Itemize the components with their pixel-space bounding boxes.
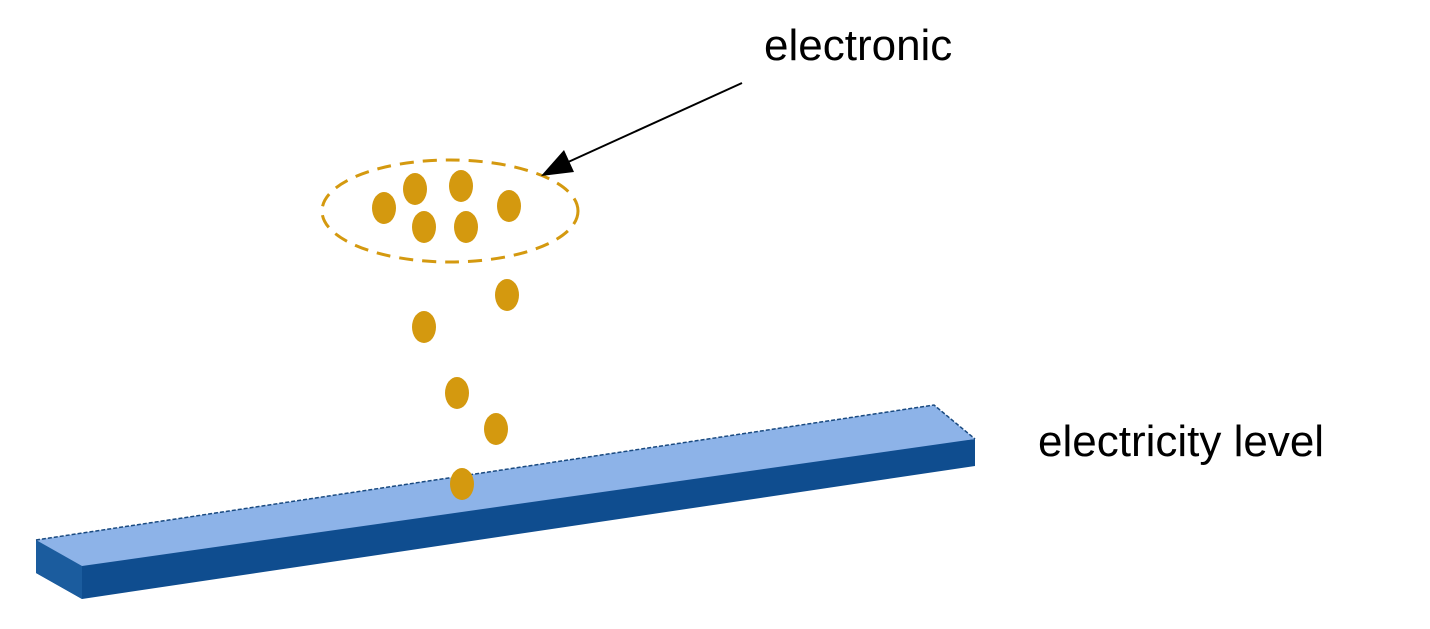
electron bbox=[445, 377, 469, 409]
electron bbox=[412, 211, 436, 243]
energy-level-bar bbox=[35, 404, 976, 599]
electron-cloud bbox=[372, 170, 521, 243]
energy-level-bar-front bbox=[36, 439, 975, 599]
energy-level-bar-top bbox=[36, 405, 975, 566]
electron bbox=[403, 173, 427, 205]
electron bbox=[497, 190, 521, 222]
electron bbox=[449, 170, 473, 202]
electron-cloud-boundary bbox=[320, 158, 580, 264]
pointer-arrow bbox=[541, 82, 743, 176]
electron bbox=[372, 192, 396, 224]
electronic-label: electronic bbox=[764, 21, 953, 70]
pointer-arrow-shaft bbox=[565, 82, 743, 164]
electron bbox=[495, 279, 519, 311]
energy-level-bar-top-edge bbox=[35, 404, 976, 541]
pointer-arrow-head bbox=[541, 150, 574, 176]
falling-electrons bbox=[412, 279, 519, 500]
energy-level-bar-side bbox=[36, 540, 82, 599]
electron bbox=[454, 211, 478, 243]
electron bbox=[450, 468, 474, 500]
electricity-level-label: electricity level bbox=[1038, 417, 1325, 466]
electron bbox=[412, 311, 436, 343]
electron bbox=[484, 413, 508, 445]
